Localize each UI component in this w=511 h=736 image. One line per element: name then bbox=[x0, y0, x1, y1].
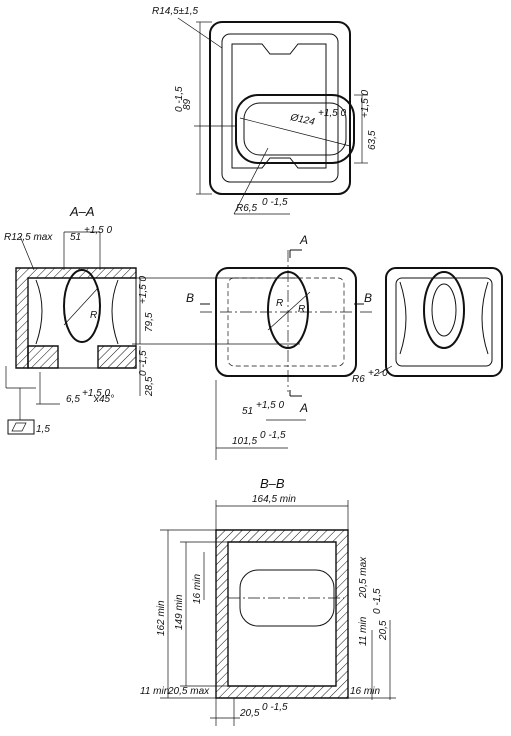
bb-r-20-5max: 20,5 max bbox=[358, 556, 369, 599]
top-height-tol: 0 -1,5 bbox=[174, 86, 185, 112]
aa-dim-28: 28,5 bbox=[144, 376, 155, 397]
aa-dim-51-tol: +1,5 0 bbox=[84, 225, 113, 236]
mid-cut-a-bottom: A bbox=[299, 401, 308, 415]
section-b-b: B–B 164,5 min 162 min 149 min 16 min 11 … bbox=[140, 476, 396, 726]
top-width-inner-tol: +1,5 0 bbox=[360, 89, 371, 118]
bb-r-11min: 11 min bbox=[358, 616, 369, 646]
bb-b-20-5-tol: 0 -1,5 bbox=[262, 702, 288, 713]
bb-width: 164,5 min bbox=[252, 494, 296, 505]
bb-h149: 149 min bbox=[174, 594, 185, 630]
aa-chamfer-angle: x45° bbox=[93, 394, 114, 405]
mid-r-label-1: R bbox=[276, 298, 283, 309]
bb-b-16min: 16 min bbox=[350, 686, 380, 697]
mid-r-label-2: R bbox=[298, 304, 305, 315]
bb-h162: 162 min bbox=[156, 600, 167, 636]
bb-b-11min: 11 min bbox=[140, 686, 170, 697]
aa-chamfer-tol: +1,5 0 bbox=[82, 388, 111, 399]
top-dia: Ø124 bbox=[288, 112, 316, 128]
top-r-small-tol: 0 -1,5 bbox=[262, 197, 288, 208]
bb-b-20-5: 20,5 bbox=[239, 708, 260, 719]
bb-b-20-5max: 20,5 max bbox=[167, 686, 210, 697]
aa-dim-79-tol: +1,5 0 bbox=[138, 275, 149, 304]
section-aa-title: A–A bbox=[69, 204, 95, 219]
aa-chamfer: 6,5 bbox=[66, 394, 80, 405]
middle-view: A A B B R R 51 +1,5 0 101,5 0 -1,5 R6 +2… bbox=[186, 233, 388, 460]
mid-r6-tol: +2 0 bbox=[368, 368, 388, 379]
aa-r-label: R bbox=[90, 310, 97, 321]
aa-flatness: 1,5 bbox=[36, 424, 50, 435]
right-view bbox=[377, 267, 503, 377]
aa-dim-28-tol: 0 -1,5 bbox=[138, 350, 149, 376]
top-view: R14,5±1,5 89 0 -1,5 Ø124 +1,5 0 63,5 +1,… bbox=[152, 6, 378, 215]
section-a-a: A–A R12,5 max 51 +1,5 0 79,5 +1,5 0 R 6,… bbox=[4, 204, 300, 435]
aa-dim-51: 51 bbox=[70, 232, 81, 243]
mid-dim-101: 101,5 bbox=[232, 436, 257, 447]
mid-dim-51-tol: +1,5 0 bbox=[256, 400, 285, 411]
mid-cut-b-right: B bbox=[364, 291, 372, 305]
aa-r-max: R12,5 max bbox=[4, 232, 53, 243]
top-width-inner: 63,5 bbox=[367, 130, 378, 150]
mid-r6: R6 bbox=[352, 374, 365, 385]
bb-h16: 16 min bbox=[192, 574, 203, 604]
section-bb-title: B–B bbox=[260, 476, 285, 491]
mid-cut-b-left: B bbox=[186, 291, 194, 305]
mid-dim-101-tol: 0 -1,5 bbox=[260, 430, 286, 441]
aa-dim-79: 79,5 bbox=[144, 312, 155, 332]
top-r-small: R6,5 bbox=[236, 203, 258, 214]
top-r-corner: R14,5±1,5 bbox=[152, 6, 199, 17]
top-dia-tol: +1,5 0 bbox=[318, 108, 347, 119]
mid-dim-51: 51 bbox=[242, 406, 253, 417]
top-height: 89 bbox=[182, 98, 193, 110]
bb-r-20-5-tol: 0 -1,5 bbox=[372, 588, 383, 614]
mid-cut-a-top: A bbox=[299, 233, 308, 247]
bb-r-20-5: 20,5 bbox=[378, 620, 389, 641]
